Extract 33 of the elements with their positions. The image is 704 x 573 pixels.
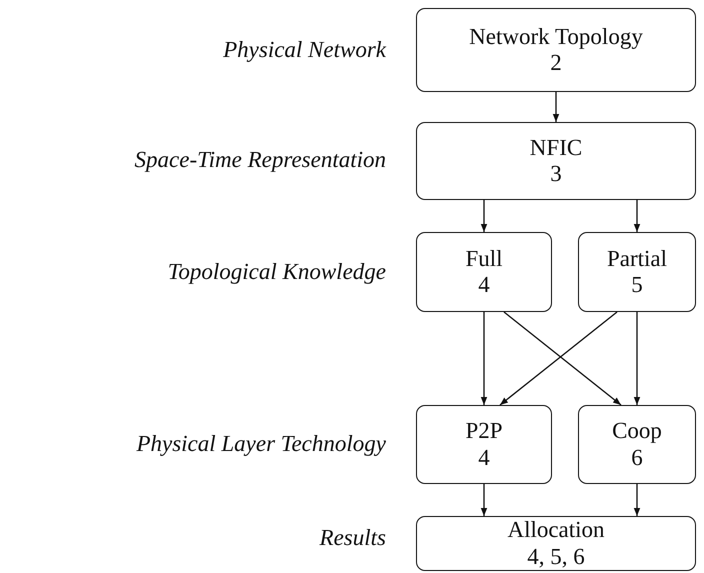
section-number: 4 bbox=[478, 444, 490, 471]
box-title: Network Topology bbox=[469, 24, 643, 50]
section-number: 2 bbox=[550, 50, 562, 76]
arrow bbox=[480, 312, 488, 405]
process-box bbox=[578, 405, 696, 484]
box-title: Full bbox=[465, 246, 503, 272]
box-title: P2P bbox=[465, 418, 503, 444]
process-box bbox=[416, 122, 696, 200]
section-number: 5 bbox=[631, 272, 643, 298]
box-title: NFIC bbox=[530, 134, 582, 161]
process-box bbox=[416, 232, 552, 312]
process-box bbox=[416, 405, 552, 484]
section-number: 3 bbox=[550, 161, 562, 188]
level-label: Physical Network bbox=[223, 37, 386, 63]
section-number: 4 bbox=[478, 272, 490, 298]
arrow bbox=[634, 484, 640, 516]
process-box bbox=[416, 8, 696, 92]
level-label: Topological Knowledge bbox=[168, 259, 386, 285]
section-number: 6 bbox=[631, 444, 643, 471]
box-title: Coop bbox=[612, 418, 662, 444]
arrow bbox=[552, 92, 560, 122]
arrow bbox=[634, 200, 640, 232]
level-label: Physical Layer Technology bbox=[136, 431, 386, 457]
level-label: Space-Time Representation bbox=[134, 147, 386, 173]
process-box bbox=[578, 232, 696, 312]
arrow bbox=[480, 484, 488, 516]
level-label: Results bbox=[320, 525, 386, 551]
process-box bbox=[416, 516, 696, 571]
arrow bbox=[634, 312, 640, 405]
box-title: Allocation bbox=[507, 517, 605, 544]
section-number: 4, 5, 6 bbox=[527, 544, 585, 570]
arrow bbox=[480, 200, 488, 232]
box-title: Partial bbox=[606, 246, 668, 272]
